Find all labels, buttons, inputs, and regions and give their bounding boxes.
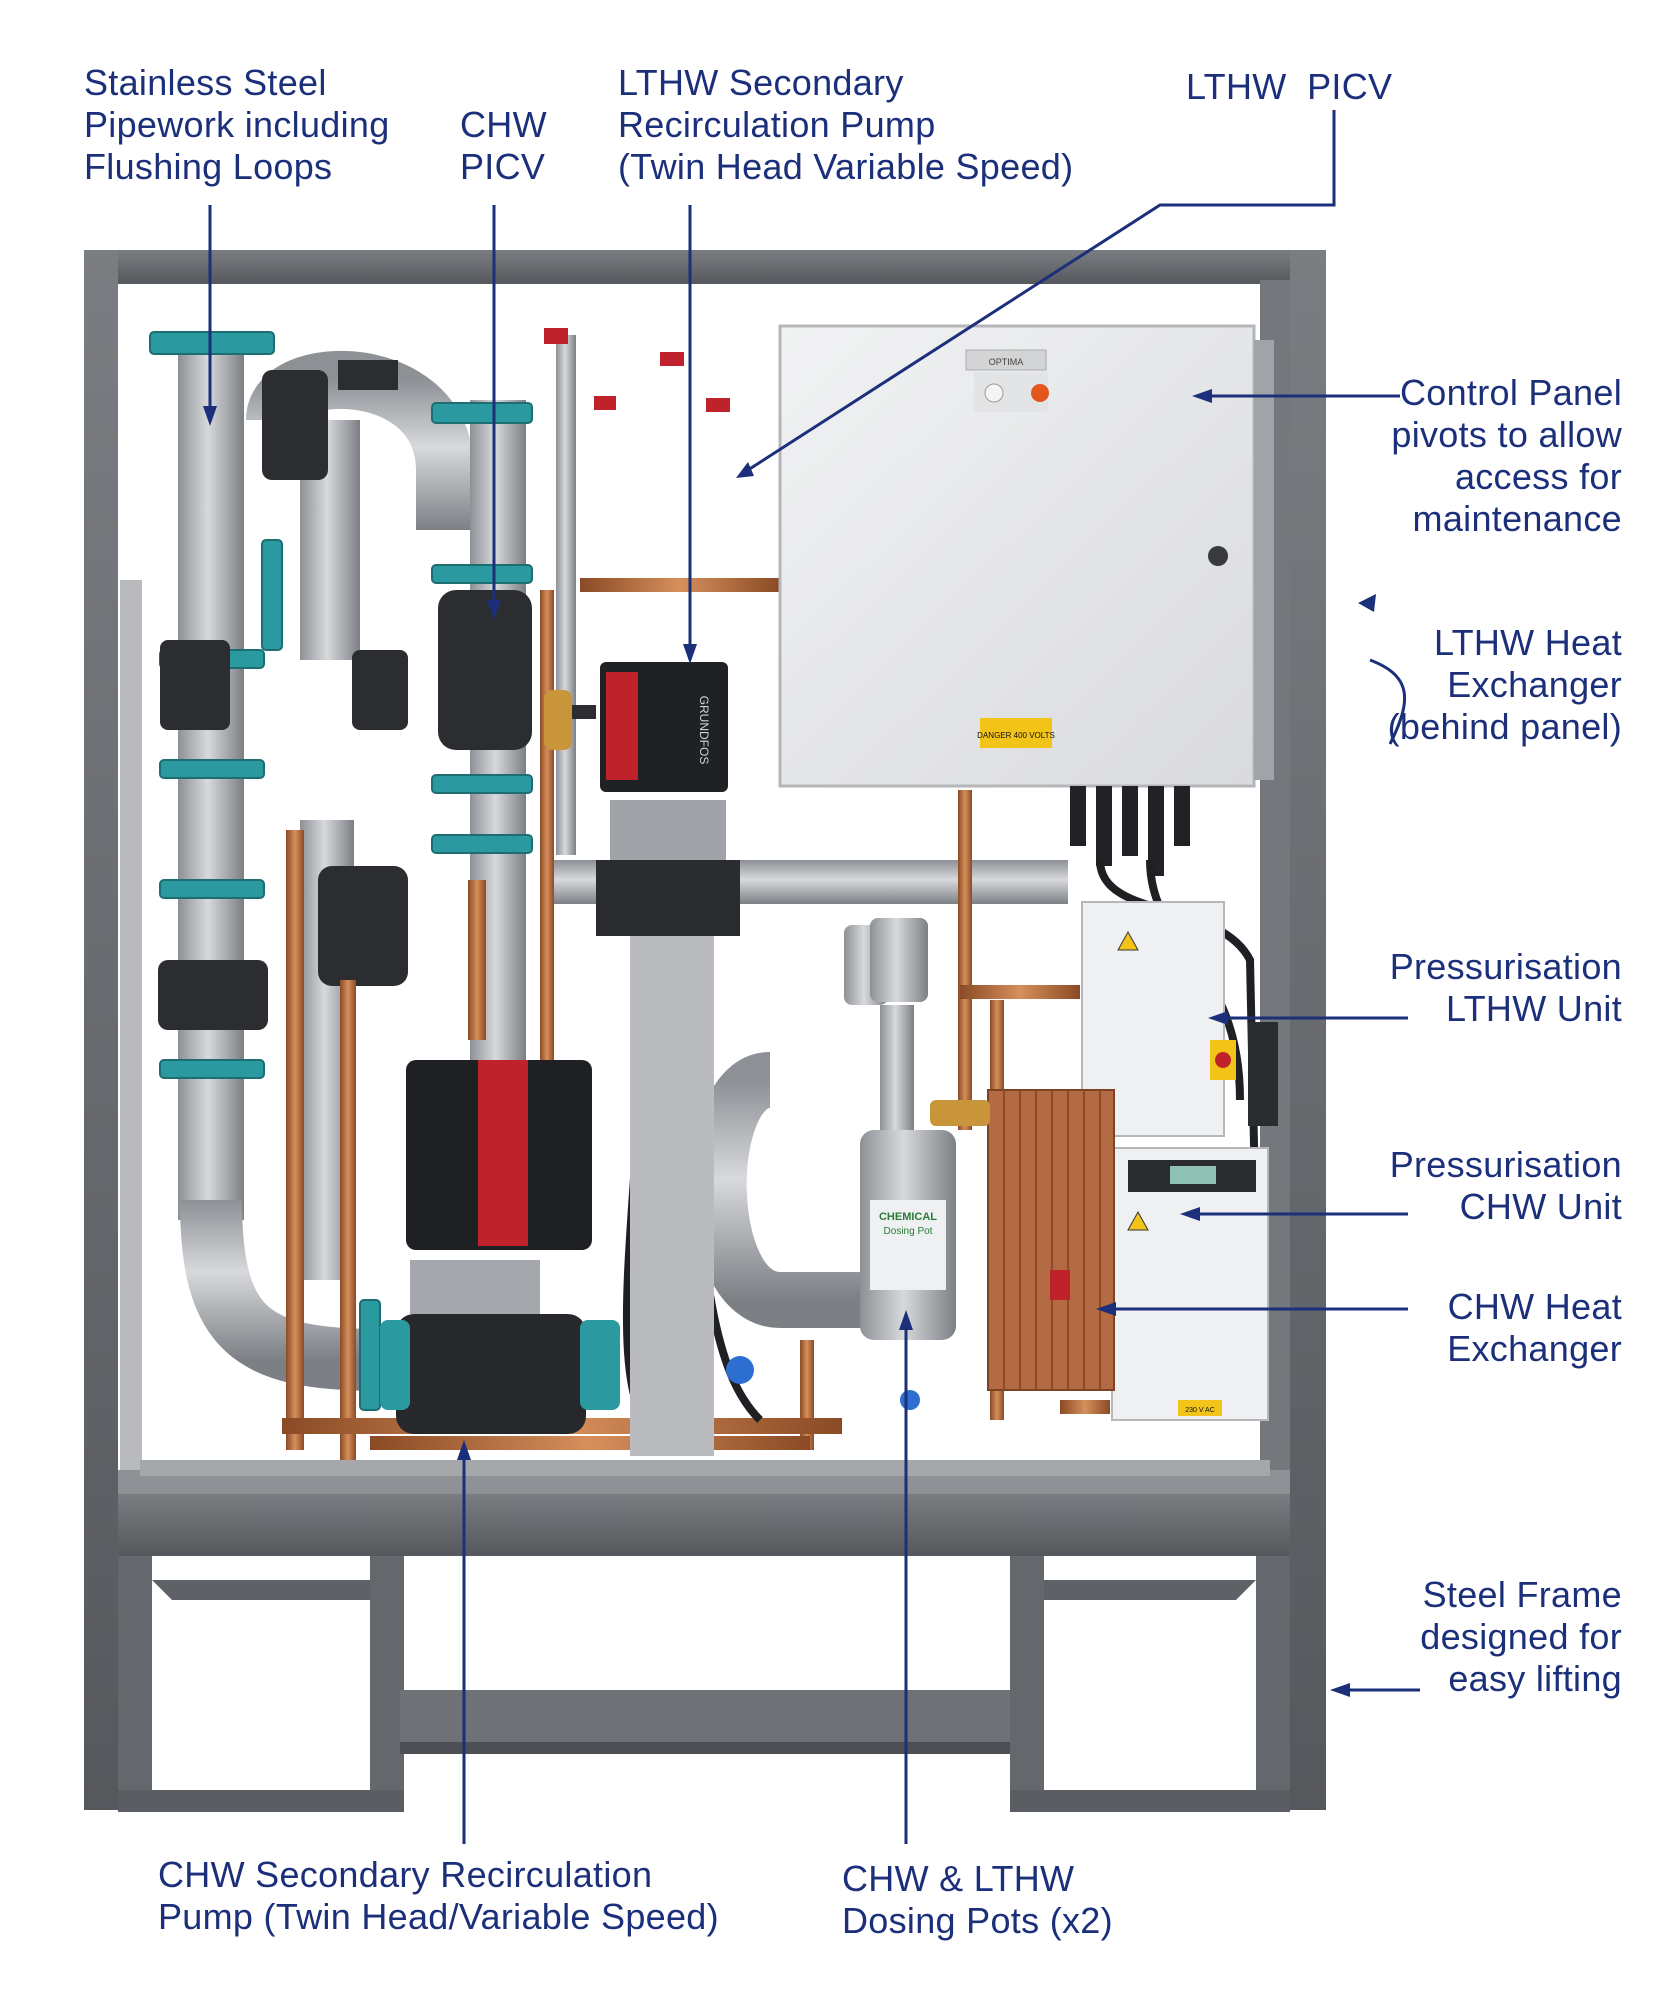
pressurisation-chw-unit: 230 V AC [1111,1147,1269,1421]
callout-steel-frame: Steel Frame designed for easy lifting [1420,1574,1622,1699]
callout-lthw-picv: LTHW PICV [1186,66,1393,107]
callout-dosing-pots: CHW & LTHW Dosing Pots (x2) [842,1858,1113,1941]
lthw-secondary-pump: GRUNDFOS [596,662,740,1456]
valve-fittings [544,328,1070,1410]
copper-pipework [282,578,1110,1460]
stainless-pipework [149,331,1068,1411]
dosing-pots: CHEMICAL Dosing Pot [844,918,956,1340]
callout-chw-heat-exchanger: CHW Heat Exchanger [1447,1286,1622,1369]
pressurisation-warning-sign: 230 V AC [1185,1407,1215,1414]
callout-control-panel: Control Panel pivots to allow access for… [1391,372,1622,539]
callout-lthw-heat-exchanger: LTHW Heat Exchanger (behind panel) [1387,622,1622,747]
dosing-pot-label-2: Dosing Pot [884,1226,933,1237]
control-panel-enclosure: OPTIMA DANGER 400 VOLTS [778,324,1274,876]
leader-lines [208,110,1420,1844]
callout-stainless-steel-pipework: Stainless Steel Pipework including Flush… [84,62,390,187]
lthw-pump-brand: GRUNDFOS [697,696,711,765]
callout-chw-secondary-pump: CHW Secondary Recirculation Pump (Twin H… [158,1854,719,1937]
leader-arrowheads [203,389,1376,1697]
callout-chw-picv: CHW PICV [460,104,547,187]
panel-warning-sign: DANGER 400 VOLTS [977,731,1055,740]
control-panel-tag: OPTIMA [989,357,1024,367]
chw-plate-heat-exchanger [987,1089,1115,1391]
callout-lthw-secondary-pump: LTHW Secondary Recirculation Pump (Twin … [618,62,1074,187]
callout-pressurisation-lthw: Pressurisation LTHW Unit [1389,946,1622,1029]
callout-pressurisation-chw: Pressurisation CHW Unit [1389,1144,1622,1227]
dosing-pot-label-1: CHEMICAL [879,1211,937,1223]
chw-secondary-pump [380,1060,620,1434]
